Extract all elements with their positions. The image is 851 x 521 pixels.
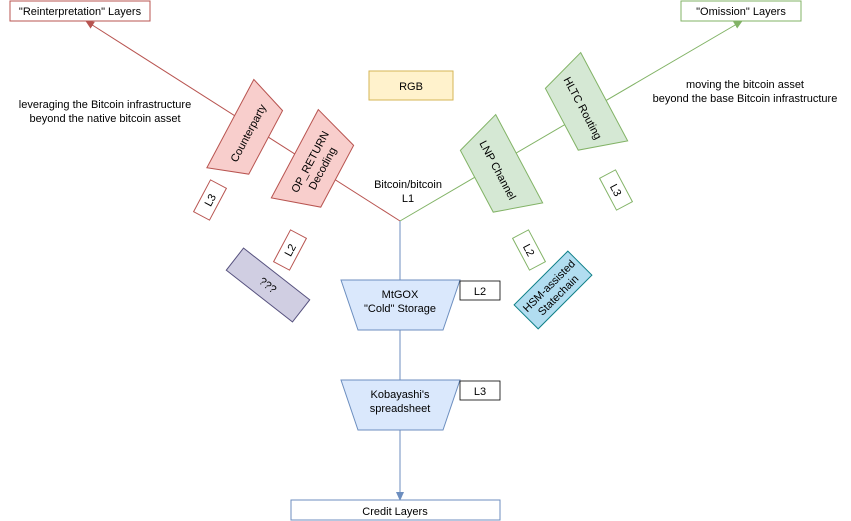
right-note-line-2: beyond the base Bitcoin infrastructure	[653, 93, 838, 105]
mtgox-l2-tag: L2	[459, 280, 501, 301]
omission-layers-box: "Omission" Layers	[680, 0, 802, 22]
right-l3-label: L3	[607, 182, 623, 198]
left-l2-label: L2	[283, 242, 299, 258]
kobayashi-l3-tag: L3	[459, 380, 501, 401]
mtgox-l2-label: L2	[474, 286, 486, 298]
rgb-box: RGB	[368, 70, 454, 101]
bitcoin-l1-node: Bitcoin/bitcoin L1	[374, 179, 442, 205]
right-l2-tag: L2	[511, 229, 547, 271]
lnp-channel-shape: LNP Channel	[459, 113, 544, 213]
right-note-line-1: moving the bitcoin asset	[686, 79, 804, 91]
unknown-layer-box: ???	[225, 247, 311, 323]
omission-layers-label: "Omission" Layers	[696, 6, 786, 18]
hltc-routing-shape: HLTC Routing	[544, 51, 629, 151]
bitcoin-l1-line-1: Bitcoin/bitcoin	[374, 179, 442, 191]
op-return-shape: OP_RETURN Decoding	[270, 108, 355, 208]
kobayashi-line-2: spreadsheet	[370, 403, 431, 415]
reinterpretation-layers-label: "Reinterpretation" Layers	[19, 6, 142, 18]
reinterpretation-layers-box: "Reinterpretation" Layers	[9, 0, 151, 22]
credit-layers-box: Credit Layers	[290, 499, 501, 521]
counterparty-shape: Counterparty	[206, 78, 284, 175]
right-l2-label: L2	[520, 242, 536, 258]
left-note: leveraging the Bitcoin infrastructure be…	[19, 99, 191, 125]
right-note: moving the bitcoin asset beyond the base…	[653, 79, 838, 105]
left-note-line-1: leveraging the Bitcoin infrastructure	[19, 99, 191, 111]
mtgox-line-1: MtGOX	[382, 289, 419, 301]
credit-layers-label: Credit Layers	[362, 506, 428, 518]
kobayashi-shape: Kobayashi's spreadsheet	[340, 379, 461, 431]
kobayashi-line-1: Kobayashi's	[371, 389, 430, 401]
left-l3-label: L3	[203, 192, 219, 208]
left-l2-tag: L2	[272, 229, 308, 271]
kobayashi-l3-label: L3	[474, 386, 486, 398]
rgb-label: RGB	[399, 81, 423, 93]
left-l3-tag: L3	[192, 179, 228, 221]
right-l3-tag: L3	[598, 169, 634, 211]
mtgox-line-2: "Cold" Storage	[364, 303, 436, 315]
bitcoin-l1-line-2: L1	[402, 193, 414, 205]
left-note-line-2: beyond the native bitcoin asset	[29, 113, 180, 125]
mtgox-shape: MtGOX "Cold" Storage	[340, 279, 461, 331]
